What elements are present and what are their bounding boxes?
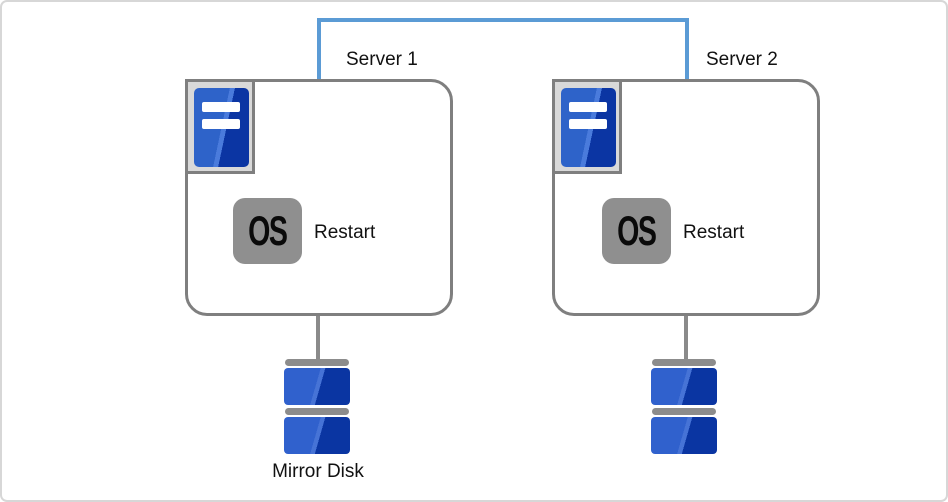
server2-label: Server 2 [706, 49, 778, 70]
disk-platter [651, 417, 717, 454]
tower-slot [202, 119, 240, 129]
disk-platter [284, 417, 350, 454]
mirror-disk-label: Mirror Disk [272, 461, 364, 482]
server1-restart-label: Restart [314, 222, 376, 243]
os-badge-text: OS [248, 207, 288, 254]
server-tower-icon [561, 88, 616, 167]
server-tower-icon [194, 88, 249, 167]
disk-cap [285, 359, 349, 366]
server1-disk-connector [316, 314, 320, 360]
disk-platter [284, 368, 350, 405]
server2-icon-frame [552, 79, 622, 174]
server2-disk-connector [684, 314, 688, 360]
interconnect-line-top [317, 18, 689, 22]
os-badge-text: OS [617, 207, 657, 254]
os-badge-icon: OS [233, 198, 302, 264]
server1-icon-frame [185, 79, 255, 174]
mirror-disk-icon [284, 359, 350, 454]
disk-divider [652, 408, 716, 415]
interconnect-line-left [317, 18, 321, 80]
tower-slot [569, 102, 607, 112]
interconnect-line-right [685, 18, 689, 79]
tower-slot [569, 119, 607, 129]
server2-restart-label: Restart [683, 222, 745, 243]
os-badge-icon: OS [602, 198, 671, 264]
disk-platter [651, 368, 717, 405]
disk-cap [652, 359, 716, 366]
disk-divider [285, 408, 349, 415]
mirror-disk-icon [651, 359, 717, 454]
tower-slot [202, 102, 240, 112]
server1-label: Server 1 [346, 49, 418, 70]
